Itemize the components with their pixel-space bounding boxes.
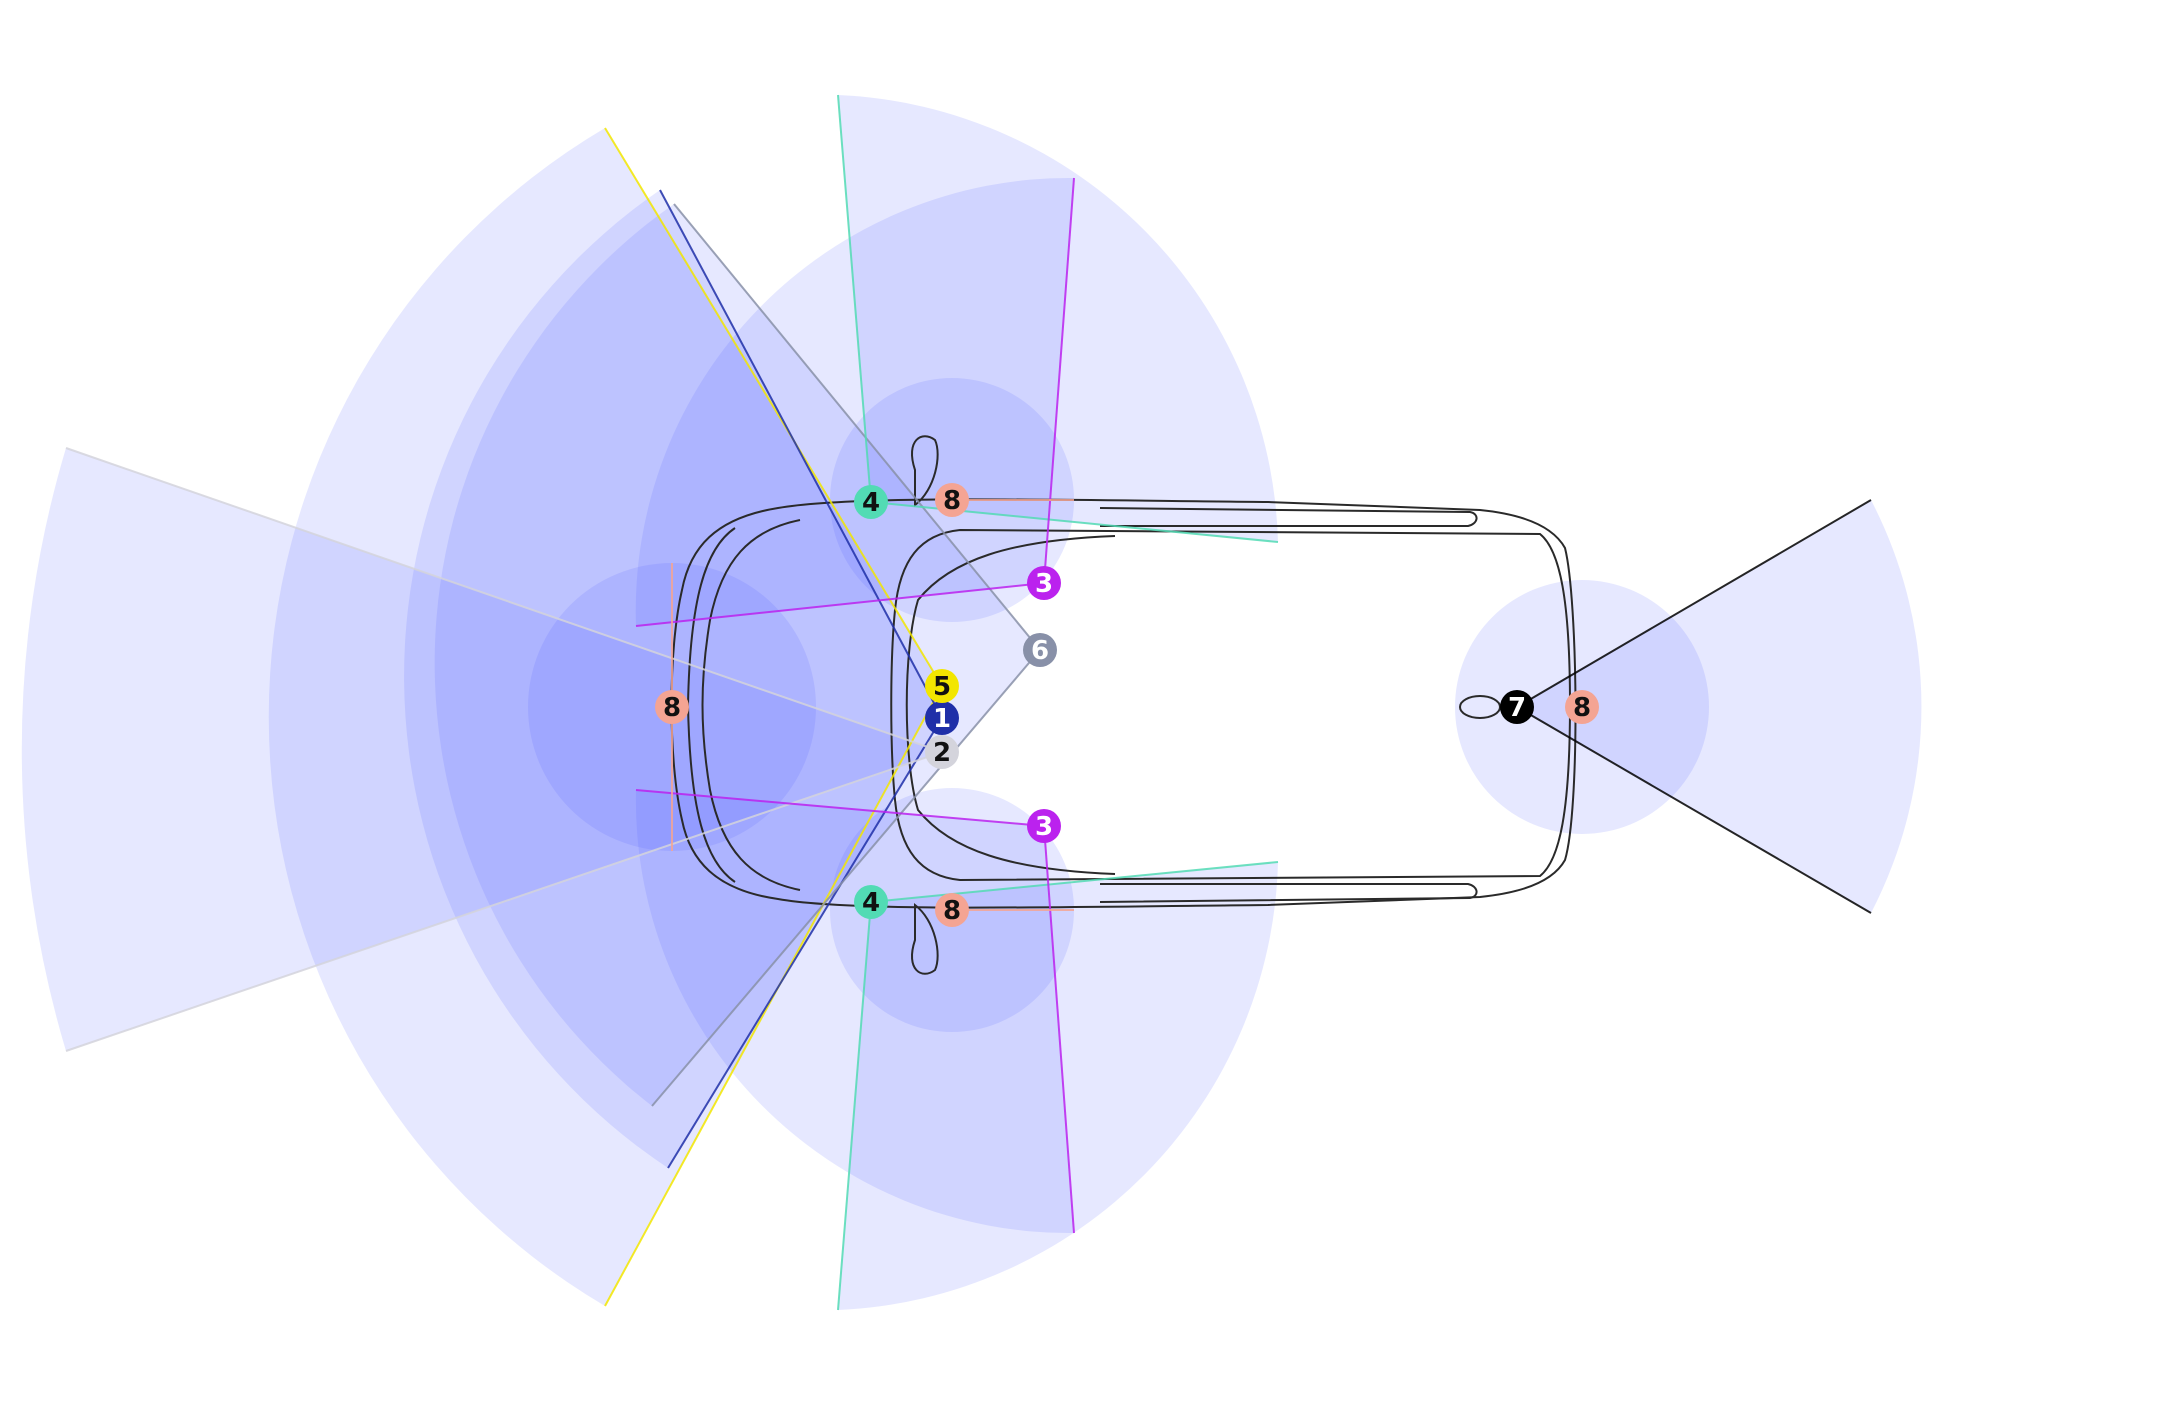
sensor-badge-circle <box>854 885 888 919</box>
sensor-badge-circle <box>1023 633 1057 667</box>
leader-line-sensor-3 <box>1043 177 1075 584</box>
leader-line-sensor-1 <box>667 717 943 1169</box>
vehicle-hood <box>701 519 801 891</box>
coverage-zones <box>21 95 1922 1310</box>
sensor-badge-circle <box>854 485 888 519</box>
leader-line-sensor-6 <box>651 649 1041 1107</box>
sensor-badge-circle <box>1500 690 1534 724</box>
leader-line-sensor-4 <box>870 861 1279 903</box>
sensor-badge-label: 6 <box>1031 636 1049 666</box>
coverage-zone-7 <box>1517 500 1922 913</box>
leader-line-sensor-7 <box>1516 706 1872 914</box>
sensor-badge-label: 4 <box>862 888 880 918</box>
leader-line-sensor-2 <box>65 447 943 753</box>
leader-line-sensor-3 <box>635 582 1045 627</box>
sensor-badge-1: 1 <box>925 701 959 735</box>
sensor-badge-2: 2 <box>925 735 959 769</box>
sensor-badge-label: 2 <box>933 738 951 768</box>
leader-line-sensor-5 <box>604 127 943 687</box>
sensor-badge-circle <box>925 735 959 769</box>
coverage-zone-6 <box>434 204 1040 1106</box>
sensor-badge-label: 3 <box>1035 812 1053 842</box>
leader-line-sensor-4 <box>837 901 872 1311</box>
sensor-badge-5: 5 <box>925 669 959 703</box>
sensor-badge-label: 8 <box>1573 693 1591 723</box>
sensor-badge-3: 3 <box>1027 809 1061 843</box>
vehicle-mirror-right <box>910 902 939 975</box>
coverage-zone-5 <box>268 128 942 1306</box>
sensor-badge-label: 5 <box>933 672 951 702</box>
sensor-badge-label: 4 <box>862 488 880 518</box>
leader-line-sensor-4 <box>837 94 872 503</box>
sensor-badge-8: 8 <box>1565 690 1599 724</box>
sensor-badge-4: 4 <box>854 485 888 519</box>
coverage-zone-3-left <box>635 177 1074 626</box>
coverage-zone-3-right <box>635 790 1074 1234</box>
vehicle-mirror-left <box>910 435 939 508</box>
vehicle-side-right <box>1099 883 1478 903</box>
sensor-badge-circle <box>925 701 959 735</box>
sensor-badge-label: 7 <box>1508 693 1526 723</box>
leader-line-sensor-2 <box>65 751 943 1052</box>
sensor-badge-circle <box>935 893 969 927</box>
sensor-badges: 1 2 3 3 4 4 5 6 7 8 8 8 8 <box>655 483 1599 927</box>
sensor-badge-label: 3 <box>1035 569 1053 599</box>
sensor-badge-7: 7 <box>1500 690 1534 724</box>
leader-line-sensor-3 <box>635 789 1045 827</box>
sensor-badge-3: 3 <box>1027 566 1061 600</box>
sensor-badge-circle <box>1565 690 1599 724</box>
sensor-badge-4: 4 <box>854 885 888 919</box>
leader-line-sensor-6 <box>673 203 1041 651</box>
leader-line-sensor-7 <box>1516 499 1872 708</box>
sensor-badge-8: 8 <box>655 690 689 724</box>
sensor-badge-label: 8 <box>943 486 961 516</box>
sensor-badge-8: 8 <box>935 893 969 927</box>
sensor-badge-circle <box>1027 809 1061 843</box>
vehicle-windshield <box>905 535 1116 875</box>
sensor-badge-circle <box>925 669 959 703</box>
sensor-badge-8: 8 <box>935 483 969 517</box>
sensor-badge-circle <box>1027 566 1061 600</box>
sensor-badge-label: 8 <box>663 693 681 723</box>
coverage-zone-4-right <box>838 862 1278 1310</box>
sensor-badge-circle <box>655 690 689 724</box>
sensor-badge-6: 6 <box>1023 633 1057 667</box>
sensor-leader-lines <box>65 94 1872 1311</box>
sensor-badge-label: 8 <box>943 896 961 926</box>
sensor-badge-circle <box>935 483 969 517</box>
leader-line-sensor-1 <box>659 189 943 719</box>
leader-line-sensor-3 <box>1043 825 1075 1234</box>
coverage-zone-4-left <box>838 95 1278 542</box>
coverage-zone-2 <box>21 448 942 1051</box>
vehicle-side-left <box>1099 507 1478 527</box>
sensor-badge-label: 1 <box>933 704 951 734</box>
